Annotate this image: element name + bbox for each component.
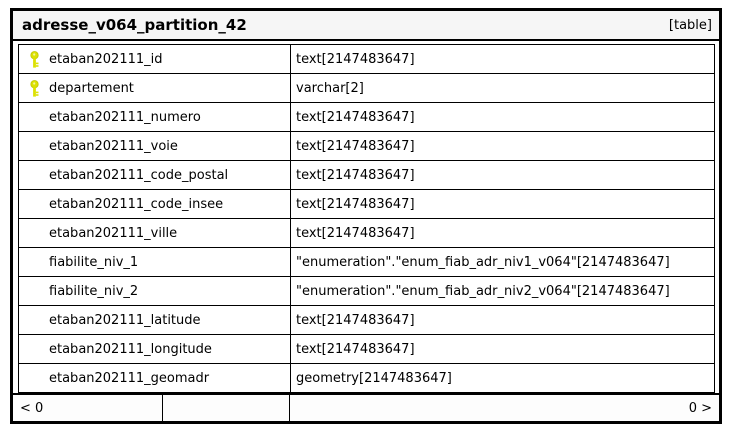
column-type: "enumeration"."enum_fiab_adr_niv1_v064"[… — [290, 248, 714, 276]
table-row[interactable]: etaban202111_code_insee text[2147483647] — [18, 189, 715, 219]
table-row[interactable]: fiabilite_niv_1 "enumeration"."enum_fiab_… — [18, 247, 715, 277]
page-next-control[interactable]: 0 > — [688, 400, 712, 416]
table-row[interactable]: etaban202111_voie text[2147483647] — [18, 131, 715, 161]
table-row[interactable]: departement varchar[2] — [18, 73, 715, 103]
table-row[interactable]: etaban202111_numero text[2147483647] — [18, 102, 715, 132]
column-name-cell: departement — [19, 74, 290, 102]
column-name: etaban202111_code_postal — [49, 167, 229, 183]
column-name: fiabilite_niv_2 — [49, 283, 139, 299]
column-name-cell: etaban202111_geomadr — [19, 364, 290, 392]
table-node-header[interactable]: adresse_v064_partition_42 [table] — [13, 11, 719, 41]
table-row[interactable]: etaban202111_geomadr geometry[2147483647] — [18, 363, 715, 393]
table-row[interactable]: etaban202111_ville text[2147483647] — [18, 218, 715, 248]
column-name: etaban202111_ville — [49, 225, 178, 241]
column-type: "enumeration"."enum_fiab_adr_niv2_v064"[… — [290, 277, 714, 305]
column-type: text[2147483647] — [290, 161, 714, 189]
table-row[interactable]: etaban202111_latitude text[2147483647] — [18, 305, 715, 335]
column-name-cell: etaban202111_latitude — [19, 306, 290, 334]
column-type: text[2147483647] — [290, 103, 714, 131]
column-name: etaban202111_numero — [49, 109, 201, 125]
column-name: etaban202111_id — [49, 51, 163, 67]
column-name-cell: etaban202111_voie — [19, 132, 290, 160]
column-name: fiabilite_niv_1 — [49, 254, 139, 270]
key-icon — [28, 79, 40, 97]
table-row[interactable]: etaban202111_id text[2147483647] — [18, 44, 715, 74]
column-name: etaban202111_longitude — [49, 341, 212, 357]
column-type: text[2147483647] — [290, 45, 714, 73]
column-type: text[2147483647] — [290, 335, 714, 363]
column-name-cell: fiabilite_niv_2 — [19, 277, 290, 305]
column-name: etaban202111_geomadr — [49, 370, 210, 386]
column-type: varchar[2] — [290, 74, 714, 102]
table-type-badge: [table] — [668, 17, 712, 33]
column-name-cell: etaban202111_numero — [19, 103, 290, 131]
page-prev-control[interactable]: < 0 — [13, 395, 163, 421]
column-name-cell: etaban202111_id — [19, 45, 290, 73]
column-name-cell: fiabilite_niv_1 — [19, 248, 290, 276]
column-name-cell: etaban202111_code_postal — [19, 161, 290, 189]
column-name: etaban202111_voie — [49, 138, 178, 154]
column-type: text[2147483647] — [290, 306, 714, 334]
column-name-cell: etaban202111_longitude — [19, 335, 290, 363]
table-row[interactable]: etaban202111_longitude text[2147483647] — [18, 334, 715, 364]
column-name: departement — [49, 80, 134, 96]
table-row[interactable]: fiabilite_niv_2 "enumeration"."enum_fiab_… — [18, 276, 715, 306]
column-name: etaban202111_code_insee — [49, 196, 224, 212]
table-row[interactable]: etaban202111_code_postal text[2147483647] — [18, 160, 715, 190]
table-node[interactable]: adresse_v064_partition_42 [table] etaban… — [10, 8, 722, 424]
column-name-cell: etaban202111_ville — [19, 219, 290, 247]
pagination-footer: < 0 0 > — [13, 393, 719, 421]
column-type: text[2147483647] — [290, 132, 714, 160]
table-title: adresse_v064_partition_42 — [22, 16, 247, 34]
column-type: text[2147483647] — [290, 190, 714, 218]
column-type: text[2147483647] — [290, 219, 714, 247]
footer-middle-cell — [163, 395, 290, 421]
column-name: etaban202111_latitude — [49, 312, 201, 328]
column-type: geometry[2147483647] — [290, 364, 714, 392]
key-icon — [28, 50, 40, 68]
column-name-cell: etaban202111_code_insee — [19, 190, 290, 218]
